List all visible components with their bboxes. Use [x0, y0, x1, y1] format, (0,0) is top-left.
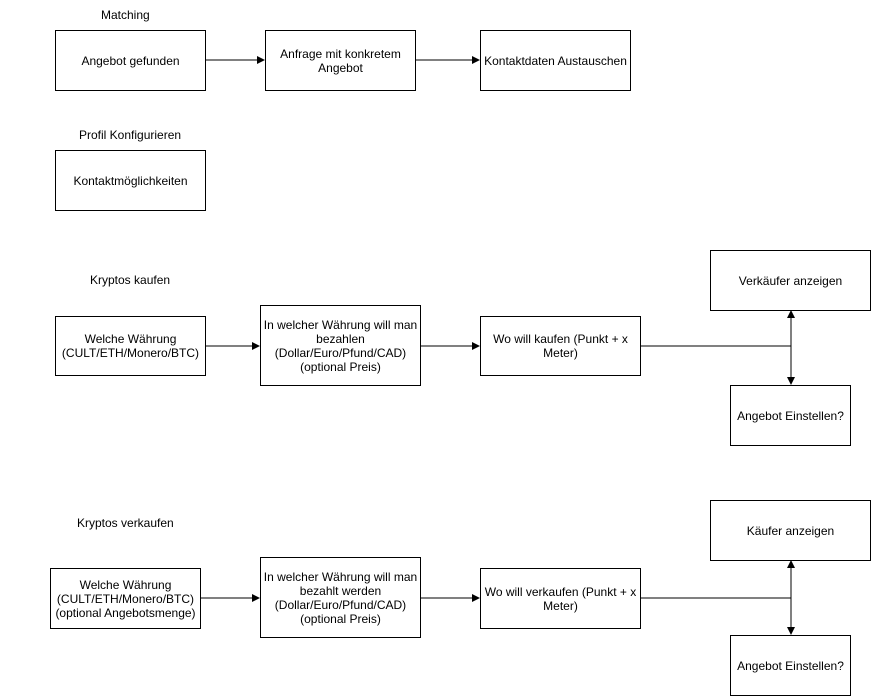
node-kontaktdaten: Kontaktdaten Austauschen — [480, 30, 631, 91]
node-angebot-gefunden: Angebot gefunden — [55, 30, 206, 91]
node-kaufen-waehrung: Welche Währung (CULT/ETH/Monero/BTC) — [55, 316, 206, 376]
section-title-profil: Profil Konfigurieren — [79, 128, 182, 142]
node-label: Welche Währung (CULT/ETH/Monero/BTC) — [61, 332, 200, 360]
node-label: Kontaktdaten Austauschen — [484, 53, 627, 68]
node-label: In welcher Währung will man bezahlt werd… — [263, 569, 418, 626]
node-label: Kontaktmöglichkeiten — [73, 173, 188, 188]
node-kaufen-bezahlen: In welcher Währung will man bezahlen (Do… — [260, 305, 421, 386]
node-verkaufen-waehrung: Welche Währung (CULT/ETH/Monero/BTC) (op… — [50, 568, 201, 629]
node-verkaeufer-anzeigen: Verkäufer anzeigen — [710, 250, 871, 311]
node-verkaufen-bezahlt: In welcher Währung will man bezahlt werd… — [260, 557, 421, 638]
section-title-verkaufen: Kryptos verkaufen — [77, 516, 174, 530]
node-kaeufer-anzeigen: Käufer anzeigen — [710, 500, 871, 561]
node-label: Verkäufer anzeigen — [738, 273, 843, 288]
node-label: Käufer anzeigen — [746, 523, 835, 538]
node-label: Wo will verkaufen (Punkt + x Meter) — [484, 584, 637, 613]
node-kaufen-ort: Wo will kaufen (Punkt + x Meter) — [480, 316, 641, 376]
node-verkaufen-angebot-einstellen: Angebot Einstellen? — [730, 635, 851, 696]
node-label: Angebot Einstellen? — [737, 408, 844, 423]
node-kaufen-angebot-einstellen: Angebot Einstellen? — [730, 385, 851, 446]
node-kontaktmoeglichkeiten: Kontaktmöglichkeiten — [55, 150, 206, 211]
node-label: Wo will kaufen (Punkt + x Meter) — [493, 332, 628, 360]
node-label: In welcher Währung will man bezahlen (Do… — [263, 317, 418, 374]
section-title-kaufen: Kryptos kaufen — [90, 273, 171, 287]
node-anfrage: Anfrage mit konkretem Angebot — [265, 30, 416, 91]
node-verkaufen-ort: Wo will verkaufen (Punkt + x Meter) — [480, 568, 641, 629]
node-label: Angebot gefunden — [81, 53, 180, 68]
node-label: Angebot Einstellen? — [737, 658, 844, 673]
node-label: Anfrage mit konkretem Angebot — [280, 46, 401, 75]
section-title-matching: Matching — [101, 8, 150, 22]
node-label: Welche Währung (CULT/ETH/Monero/BTC) (op… — [55, 577, 196, 620]
